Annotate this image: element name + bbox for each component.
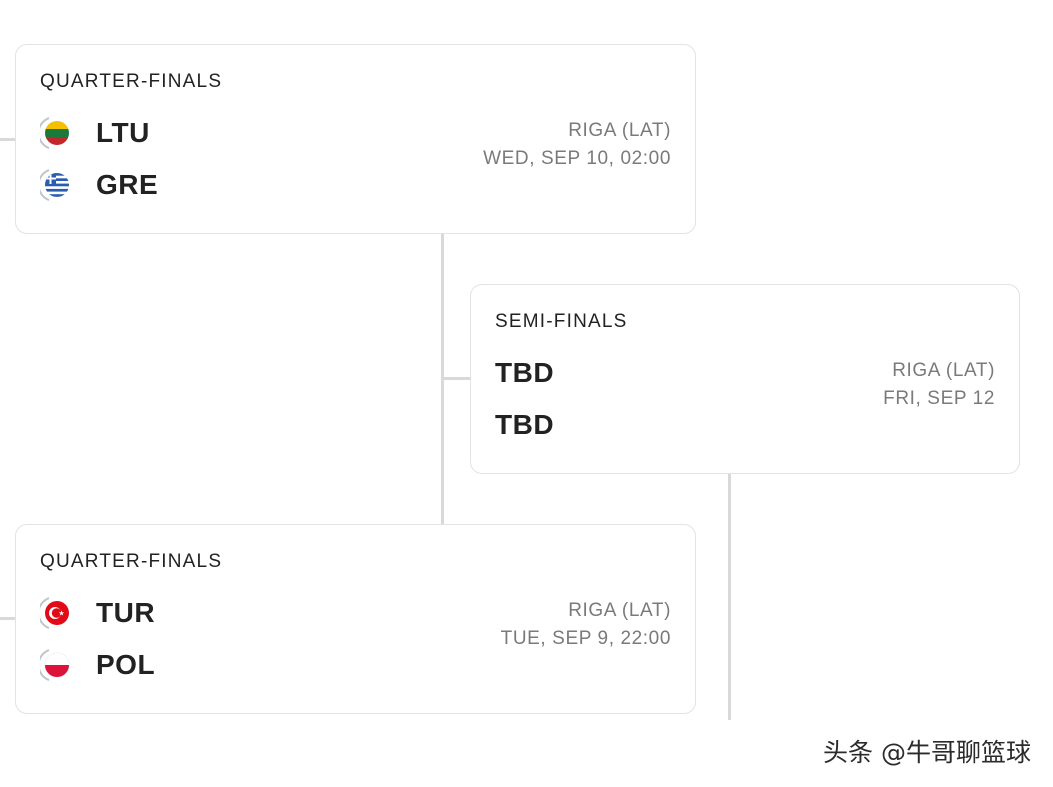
match-card-quarterfinal-2[interactable]: QUARTER-FINALS TUR <box>15 524 696 714</box>
bracket-connector-left-bottom <box>0 617 16 620</box>
turkey-flag-icon <box>37 594 72 632</box>
team-code: TUR <box>96 597 156 628</box>
team-code: TBD <box>495 409 555 440</box>
poland-flag-icon <box>37 646 72 684</box>
match-card-quarterfinal-1[interactable]: QUARTER-FINALS LTU <box>15 44 696 234</box>
team-code: LTU <box>96 117 150 148</box>
lithuania-flag-icon <box>37 114 72 152</box>
round-label: QUARTER-FINALS <box>40 71 223 92</box>
round-label: QUARTER-FINALS <box>40 551 223 572</box>
venue-text: RIGA (LAT) <box>568 600 671 621</box>
match-card-semifinal[interactable]: SEMI-FINALS TBD TBD RIGA (LAT) FRI, SEP … <box>470 284 1020 474</box>
team-row-ltu[interactable]: LTU <box>37 113 150 153</box>
team-row-tbd-1[interactable]: TBD <box>495 353 554 393</box>
venue-text: RIGA (LAT) <box>568 120 671 141</box>
datetime-text: FRI, SEP 12 <box>883 388 995 409</box>
team-row-tur[interactable]: TUR <box>37 593 156 633</box>
bracket-connector-vertical-sf <box>728 473 731 720</box>
team-code: GRE <box>96 169 159 200</box>
watermark: 头条 @牛哥聊篮球 <box>823 738 1031 767</box>
team-row-gre[interactable]: GRE <box>37 165 159 205</box>
match-info: RIGA (LAT) WED, SEP 10, 02:00 <box>483 117 671 173</box>
datetime-text: WED, SEP 10, 02:00 <box>483 148 671 169</box>
bracket-connector-to-sf <box>441 377 471 380</box>
team-row-tbd-2[interactable]: TBD <box>495 405 554 445</box>
match-info: RIGA (LAT) FRI, SEP 12 <box>883 357 995 413</box>
datetime-text: TUE, SEP 9, 22:00 <box>500 628 671 649</box>
team-row-pol[interactable]: POL <box>37 645 156 685</box>
team-code: TBD <box>495 357 555 388</box>
round-label: SEMI-FINALS <box>495 311 628 332</box>
bracket-connector-left-top <box>0 138 16 141</box>
match-info: RIGA (LAT) TUE, SEP 9, 22:00 <box>501 597 671 653</box>
greece-flag-icon <box>37 166 72 204</box>
team-code: POL <box>96 649 156 680</box>
venue-text: RIGA (LAT) <box>892 360 995 381</box>
